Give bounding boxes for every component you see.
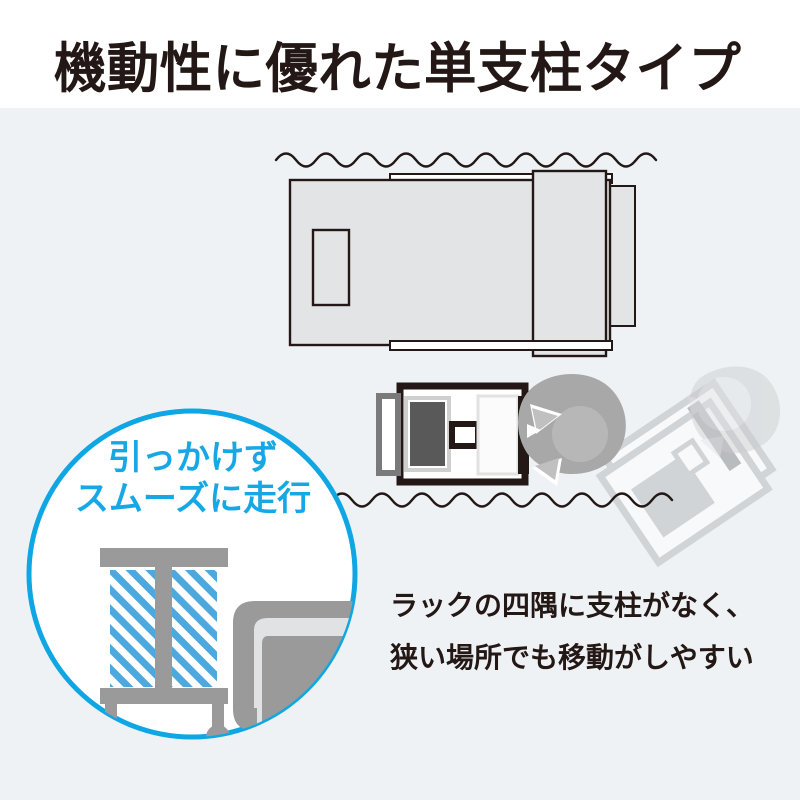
feature-caption: ラックの四隅に支柱がなく、 狭い場所でも移動がしやすい (390, 580, 790, 684)
page-title: 機動性に優れた単支柱タイプ (54, 37, 742, 100)
illustration-stage: 引っかけず スムーズに走行 ラックの四隅に支柱がなく、 狭い場所でも移動がしやす… (0, 108, 800, 800)
badge-rack (99, 548, 230, 737)
cart-top-view (376, 382, 529, 486)
desk-top-view (288, 169, 636, 358)
feature-badge-circle (26, 408, 358, 740)
illustration-svg (26, 152, 781, 740)
header-bar: 機動性に優れた単支柱タイプ (0, 0, 800, 108)
wave-line-top (274, 152, 658, 168)
ghost-person (688, 366, 781, 458)
person-top-view (518, 374, 626, 486)
caption-line-1: ラックの四隅に支柱がなく、 (390, 589, 755, 622)
badge-cart-silhouette (233, 601, 355, 737)
caption-line-2: 狭い場所でも移動がしやすい (390, 641, 754, 674)
ghost-person-cart (595, 378, 777, 568)
